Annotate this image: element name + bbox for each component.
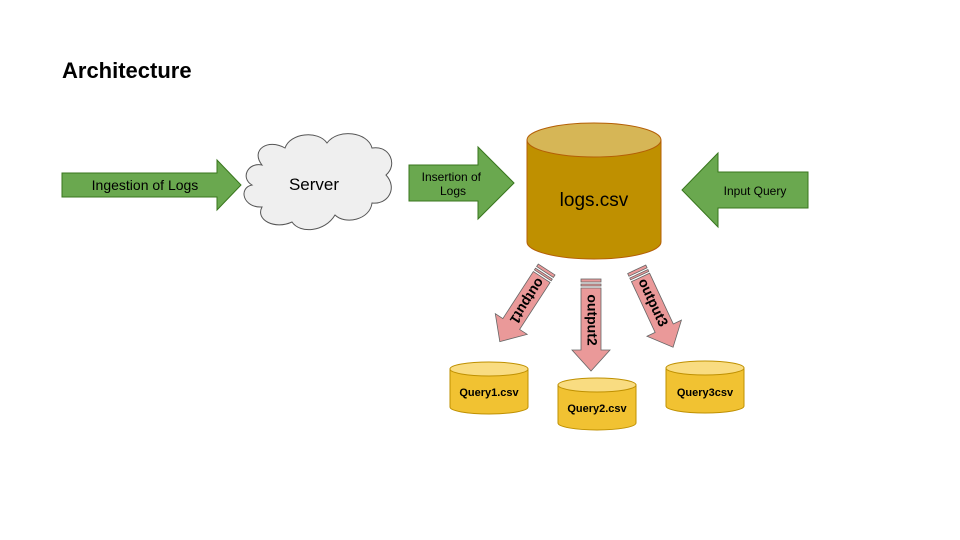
ingestion-arrow-label: Ingestion of Logs: [92, 177, 199, 193]
input-query-label: Input Query: [724, 184, 787, 198]
output3-arrow: output3: [627, 264, 683, 348]
query3-label: Query3csv: [677, 387, 734, 399]
query1-database: Query1.csv: [449, 361, 529, 415]
insertion-arrow-label: Insertion of Logs: [422, 170, 485, 198]
input-query-arrow: Input Query: [681, 151, 809, 229]
logs-database: logs.csv: [526, 122, 662, 260]
output2-arrow: output2: [571, 278, 611, 372]
output1-arrow: output1: [494, 263, 556, 343]
slide-title: Architecture: [62, 58, 192, 83]
query2-database: Query2.csv: [557, 377, 637, 431]
server-cloud: Server: [243, 133, 393, 231]
insertion-arrow: Insertion of Logs: [408, 145, 515, 221]
query3-database: Query3csv: [665, 360, 745, 414]
server-label: Server: [289, 175, 339, 194]
output2-label: output2: [584, 294, 600, 346]
query1-label: Query1.csv: [459, 387, 519, 399]
query2-label: Query2.csv: [567, 403, 627, 415]
ingestion-arrow: Ingestion of Logs: [61, 158, 242, 212]
logs-database-label: logs.csv: [560, 190, 629, 211]
